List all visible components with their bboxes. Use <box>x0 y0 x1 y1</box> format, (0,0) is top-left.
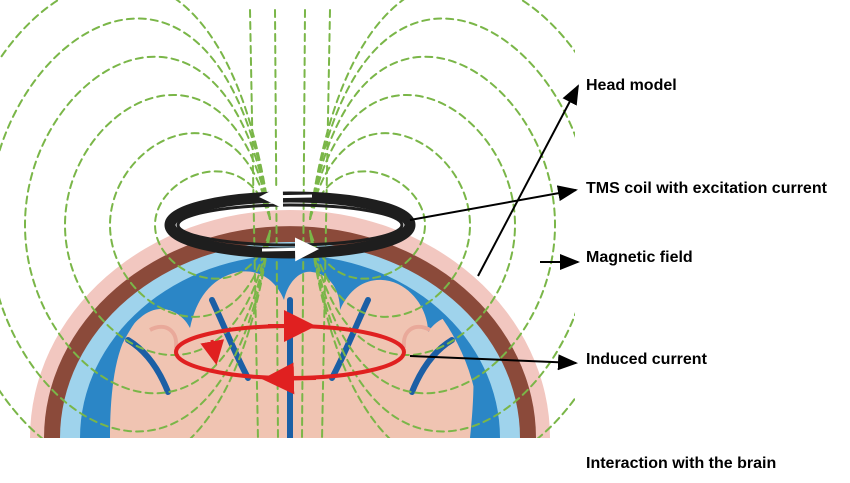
field-line-central <box>249 9 259 438</box>
field-line <box>63 93 271 357</box>
field-line-central <box>274 9 279 438</box>
pointer-induced-current <box>409 354 578 371</box>
field-line <box>309 55 557 395</box>
magnetic-field-lines <box>0 0 575 438</box>
sulcus-right <box>409 337 455 395</box>
induced-current-arrow-bottom <box>262 362 317 395</box>
label-interaction-with-brain: Interaction with the brain <box>586 455 777 472</box>
coil-current-arrow-bottom <box>261 237 319 262</box>
induced-current-arrow-left <box>200 339 225 365</box>
label-head-model: Head model <box>586 77 677 94</box>
label-magnetic-field: Magnetic field <box>586 249 693 266</box>
pointer-lines <box>409 84 580 371</box>
induced-current-loop <box>174 310 406 395</box>
sulcus-mid-left <box>209 297 251 381</box>
coil-current-arrow-top <box>259 184 313 209</box>
field-line <box>309 17 575 433</box>
field-line <box>153 170 271 280</box>
head-model <box>30 210 550 438</box>
tms-coil <box>164 184 416 262</box>
coil-ring-inner <box>176 203 404 247</box>
field-line <box>0 17 271 433</box>
field-line-central <box>301 9 306 438</box>
pointer-head-model <box>477 84 579 277</box>
field-line <box>108 132 271 318</box>
field-line <box>309 170 427 280</box>
gyrus-fold-left <box>149 324 179 349</box>
field-line <box>309 132 472 318</box>
field-line <box>23 55 271 395</box>
sulcus-mid-right <box>329 297 371 381</box>
label-induced-current: Induced current <box>586 351 707 368</box>
pointer-tms-coil <box>409 185 578 221</box>
field-line-central <box>321 9 331 438</box>
brain <box>110 271 474 438</box>
field-line <box>309 93 517 357</box>
sulcus-left <box>125 337 171 395</box>
gyrus-fold-right <box>401 324 431 349</box>
label-tms-coil: TMS coil with excitation current <box>586 180 827 197</box>
